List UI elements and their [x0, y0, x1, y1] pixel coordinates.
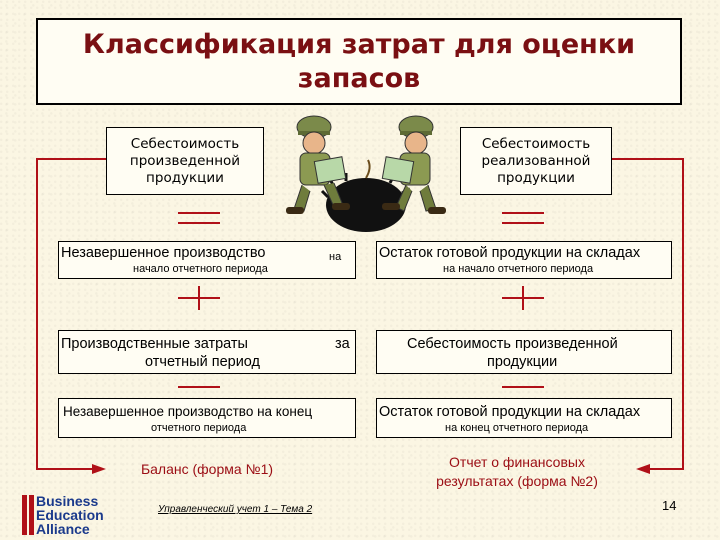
left-row-1: Незавершенное производство на начало отч…	[58, 241, 356, 279]
footer-course-link[interactable]: Управленческий учет 1 – Тема 2	[158, 504, 313, 515]
right-row-3-sub: на конец отчетного периода	[445, 422, 589, 434]
left-plus-vertical	[198, 286, 200, 310]
left-row-3-main: Незавершенное производство на конец	[63, 404, 313, 419]
right-head-label: Себестоимость реализованной продукции	[481, 135, 591, 186]
right-row-2-main: Себестоимость произведенной	[407, 336, 618, 352]
left-equals-bottom-line	[178, 222, 220, 224]
right-plus-vertical	[522, 286, 524, 310]
left-minus	[178, 386, 220, 388]
bomb-icon	[320, 159, 411, 232]
soldiers-illustration	[286, 115, 446, 232]
left-row-1-main: Незавершенное производство	[61, 245, 266, 261]
right-row-2-sub: продукции	[487, 354, 558, 370]
left-row-2-sub: отчетный период	[145, 354, 261, 370]
left-row-3: Незавершенное производство на конец отче…	[58, 398, 356, 438]
left-row-2-main: Производственные затраты	[61, 336, 248, 352]
right-row-2: Себестоимость произведенной продукции	[376, 330, 672, 374]
right-head-box: Себестоимость реализованной продукции	[460, 127, 612, 195]
right-soldier-icon	[381, 115, 446, 214]
logo-line-1: Business	[36, 493, 99, 509]
right-row-1-sub: на начало отчетного периода	[443, 263, 594, 275]
right-connector-bottom	[648, 468, 684, 470]
balance-label: Баланс (форма №1)	[140, 461, 274, 477]
logo-line-3: Alliance	[36, 521, 90, 537]
left-head-label: Себестоимость произведенной продукции	[129, 135, 241, 186]
right-minus	[502, 386, 544, 388]
logo-bar-2	[29, 495, 34, 535]
left-soldier-icon	[286, 115, 350, 214]
financial-results-label: Отчет о финансовых результатах (форма №2…	[436, 454, 598, 489]
right-row-3: Остаток готовой продукции на складах на …	[376, 398, 672, 438]
left-row-2: Производственные затраты за отчетный пер…	[58, 330, 356, 374]
left-connector-vertical	[36, 158, 38, 470]
page-number: 14	[662, 498, 677, 513]
right-equals-top-line	[502, 212, 544, 214]
logo-bar-1	[22, 495, 27, 535]
left-row-3-sub: отчетного периода	[151, 422, 247, 434]
right-connector-top	[612, 158, 684, 160]
business-education-alliance-logo: Business Education Alliance	[22, 494, 116, 536]
left-connector-bottom	[36, 468, 96, 470]
right-row-1-main: Остаток готовой продукции на складах	[379, 245, 641, 261]
left-connector-top	[36, 158, 106, 160]
right-arrow-head	[636, 464, 650, 474]
logo-line-2: Education	[36, 507, 104, 523]
title-box: Классификация затрат для оценки запасов	[36, 18, 682, 105]
left-row-1-sub: начало отчетного периода	[133, 263, 268, 275]
left-row-1-tail: на	[329, 251, 342, 263]
right-equals-bottom-line	[502, 222, 544, 224]
left-row-2-tail: за	[335, 336, 350, 352]
left-equals-top-line	[178, 212, 220, 214]
left-arrow-head	[92, 464, 106, 474]
page-title: Классификация затрат для оценки запасов	[82, 28, 636, 94]
right-row-3-main: Остаток готовой продукции на складах	[379, 404, 641, 420]
right-row-1: Остаток готовой продукции на складах на …	[376, 241, 672, 279]
left-head-box: Себестоимость произведенной продукции	[106, 127, 264, 195]
right-connector-vertical	[682, 158, 684, 470]
